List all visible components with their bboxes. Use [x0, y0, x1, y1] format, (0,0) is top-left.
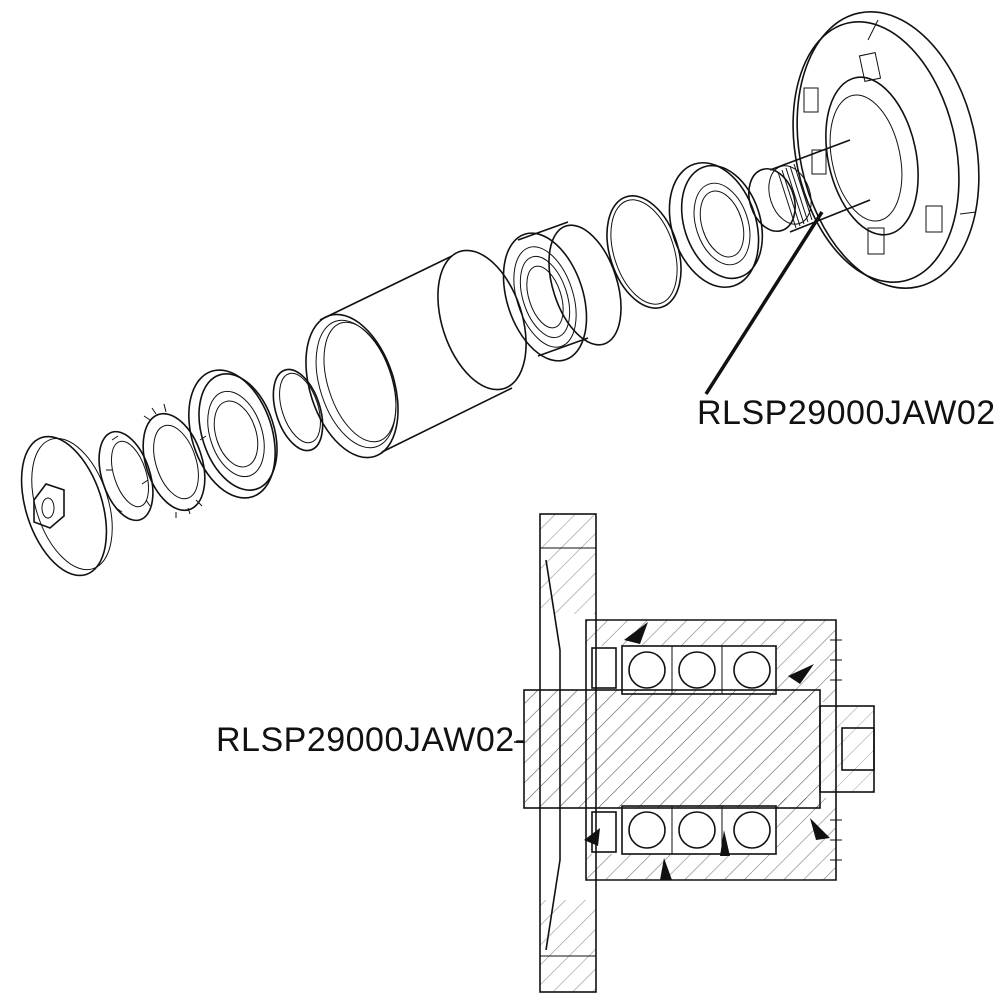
section-bearings-lower	[591, 805, 777, 855]
callout-leader-top	[704, 211, 824, 395]
section-shaft	[523, 689, 875, 809]
section-view	[514, 513, 875, 993]
retaining-ring-right	[606, 195, 682, 309]
bearing-left	[188, 369, 278, 499]
bearing-double	[502, 221, 622, 362]
tab-lock-washer	[141, 403, 207, 518]
flange-housing	[792, 11, 980, 289]
part-number-label-section: RLSP29000JAW02-	[216, 721, 527, 759]
part-number-label-exploded: RLSP29000JAW02	[697, 394, 996, 432]
threaded-shaft	[748, 139, 871, 233]
spacer-sleeve	[305, 249, 527, 459]
section-flange	[539, 513, 597, 993]
section-bearings-upper	[591, 645, 777, 695]
retaining-ring-left	[272, 368, 324, 452]
end-cap-hex	[20, 435, 113, 577]
section-seal-markers	[584, 622, 830, 880]
bearing-right	[668, 161, 764, 289]
exploded-view	[20, 11, 980, 577]
lock-nut	[98, 430, 154, 522]
